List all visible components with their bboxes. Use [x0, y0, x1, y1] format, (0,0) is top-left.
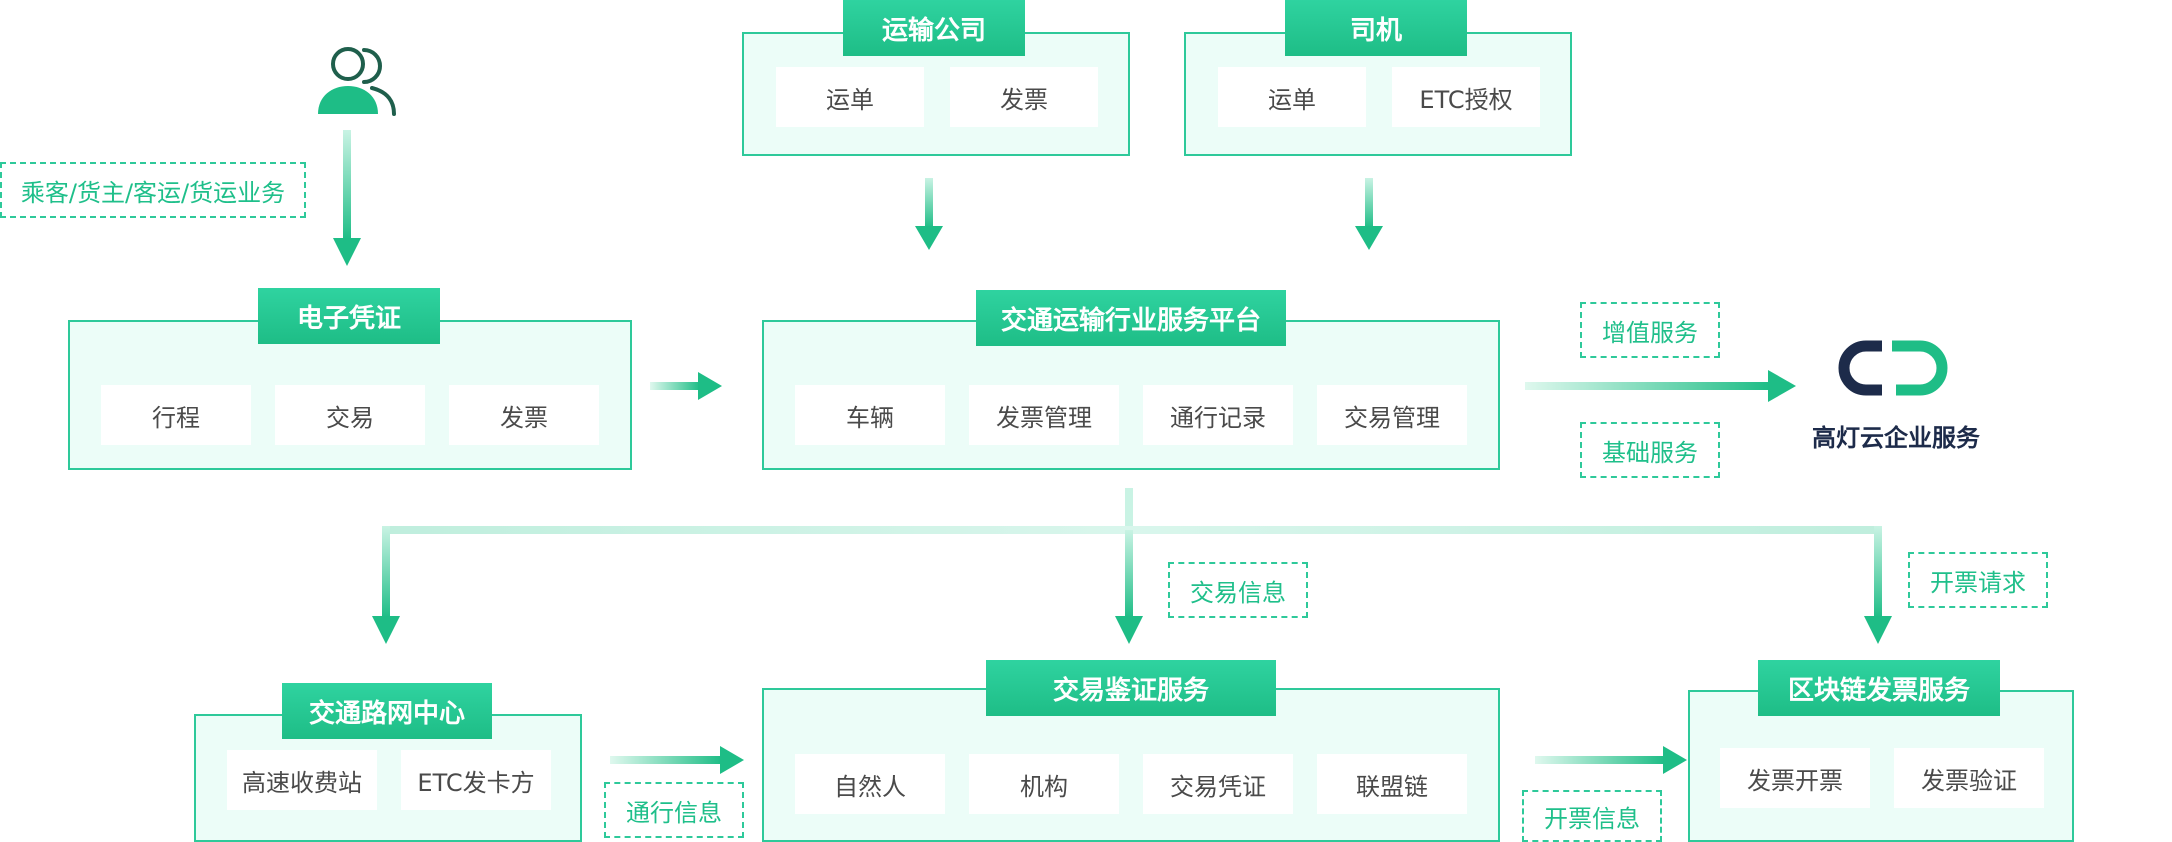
- platform-item-invoice-mgmt: 发票管理: [969, 385, 1119, 445]
- driver-item-etc-auth: ETC授权: [1392, 67, 1540, 127]
- blockchain-title: 区块链发票服务: [1758, 660, 2000, 716]
- gaodeng-logo-icon: [1836, 338, 1956, 398]
- arrow-driver-to-platform: [1355, 178, 1383, 250]
- arrow-user-to-voucher: [333, 130, 361, 266]
- arrow-company-to-platform: [915, 178, 943, 250]
- driver-item-waybill: 运单: [1218, 67, 1366, 127]
- transport-company-item-invoice: 发票: [950, 67, 1098, 127]
- arrow-platform-distribution: [372, 488, 1892, 644]
- road-center-item-etc-issuer: ETC发卡方: [401, 750, 551, 810]
- users-icon: [310, 40, 400, 116]
- e-voucher-title: 电子凭证: [258, 288, 440, 344]
- brand-name: 高灯云企业服务: [1812, 424, 1980, 452]
- e-voucher-item-transaction: 交易: [275, 385, 425, 445]
- arrow-voucher-to-platform: [650, 372, 722, 400]
- e-voucher-item-invoice: 发票: [449, 385, 599, 445]
- tx-auth-item-person: 自然人: [795, 754, 945, 814]
- arrow-auth-to-blockchain: [1535, 746, 1687, 774]
- tx-auth-item-consortium: 联盟链: [1317, 754, 1467, 814]
- platform-item-tx-mgmt: 交易管理: [1317, 385, 1467, 445]
- user-business-label: 乘客/货主/客运/货运业务: [0, 162, 306, 218]
- tx-auth-item-voucher: 交易凭证: [1143, 754, 1293, 814]
- platform-item-vehicle: 车辆: [795, 385, 945, 445]
- platform-title: 交通运输行业服务平台: [976, 290, 1286, 346]
- road-center-title: 交通路网中心: [282, 683, 492, 739]
- invoice-info-label: 开票信息: [1522, 790, 1662, 842]
- e-voucher-item-trip: 行程: [101, 385, 251, 445]
- pass-info-label: 通行信息: [604, 782, 744, 838]
- arrow-road-to-auth: [610, 746, 744, 774]
- tx-auth-item-org: 机构: [969, 754, 1119, 814]
- transport-company-item-waybill: 运单: [776, 67, 924, 127]
- invoice-request-label: 开票请求: [1908, 552, 2048, 608]
- arrow-platform-to-brand: [1525, 370, 1796, 402]
- tx-info-label: 交易信息: [1168, 562, 1308, 618]
- blockchain-item-issue: 发票开票: [1720, 748, 1870, 808]
- driver-title: 司机: [1285, 0, 1467, 56]
- basic-service-label: 基础服务: [1580, 422, 1720, 478]
- road-center-item-toll: 高速收费站: [227, 750, 377, 810]
- platform-item-pass-record: 通行记录: [1143, 385, 1293, 445]
- transport-company-title: 运输公司: [843, 0, 1025, 56]
- value-added-service-label: 增值服务: [1580, 302, 1720, 358]
- blockchain-item-verify: 发票验证: [1894, 748, 2044, 808]
- tx-auth-title: 交易鉴证服务: [986, 660, 1276, 716]
